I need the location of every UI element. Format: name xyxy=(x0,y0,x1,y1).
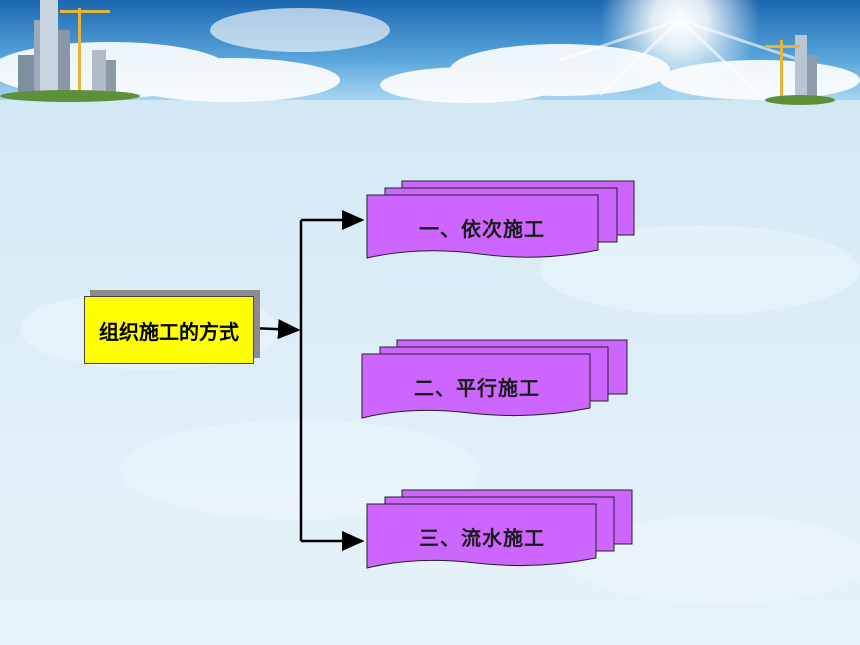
connectors xyxy=(251,210,365,551)
branch-label-3: 三、流水施工 xyxy=(419,526,545,550)
branch-card-1 xyxy=(366,180,635,259)
root-arrow xyxy=(251,319,301,340)
sun-icon xyxy=(600,0,760,100)
root-label: 组织施工的方式 xyxy=(99,319,239,344)
city-skyline-left-icon xyxy=(0,0,140,102)
branch-label-1: 一、依次施工 xyxy=(419,217,545,241)
branch-card-3 xyxy=(366,489,633,569)
city-skyline-right-icon xyxy=(765,35,835,105)
branch-label-2: 二、平行施工 xyxy=(414,376,540,400)
root-node: 组织施工的方式 xyxy=(84,296,254,364)
branch-card-2 xyxy=(361,339,628,419)
header-banner xyxy=(0,0,860,105)
